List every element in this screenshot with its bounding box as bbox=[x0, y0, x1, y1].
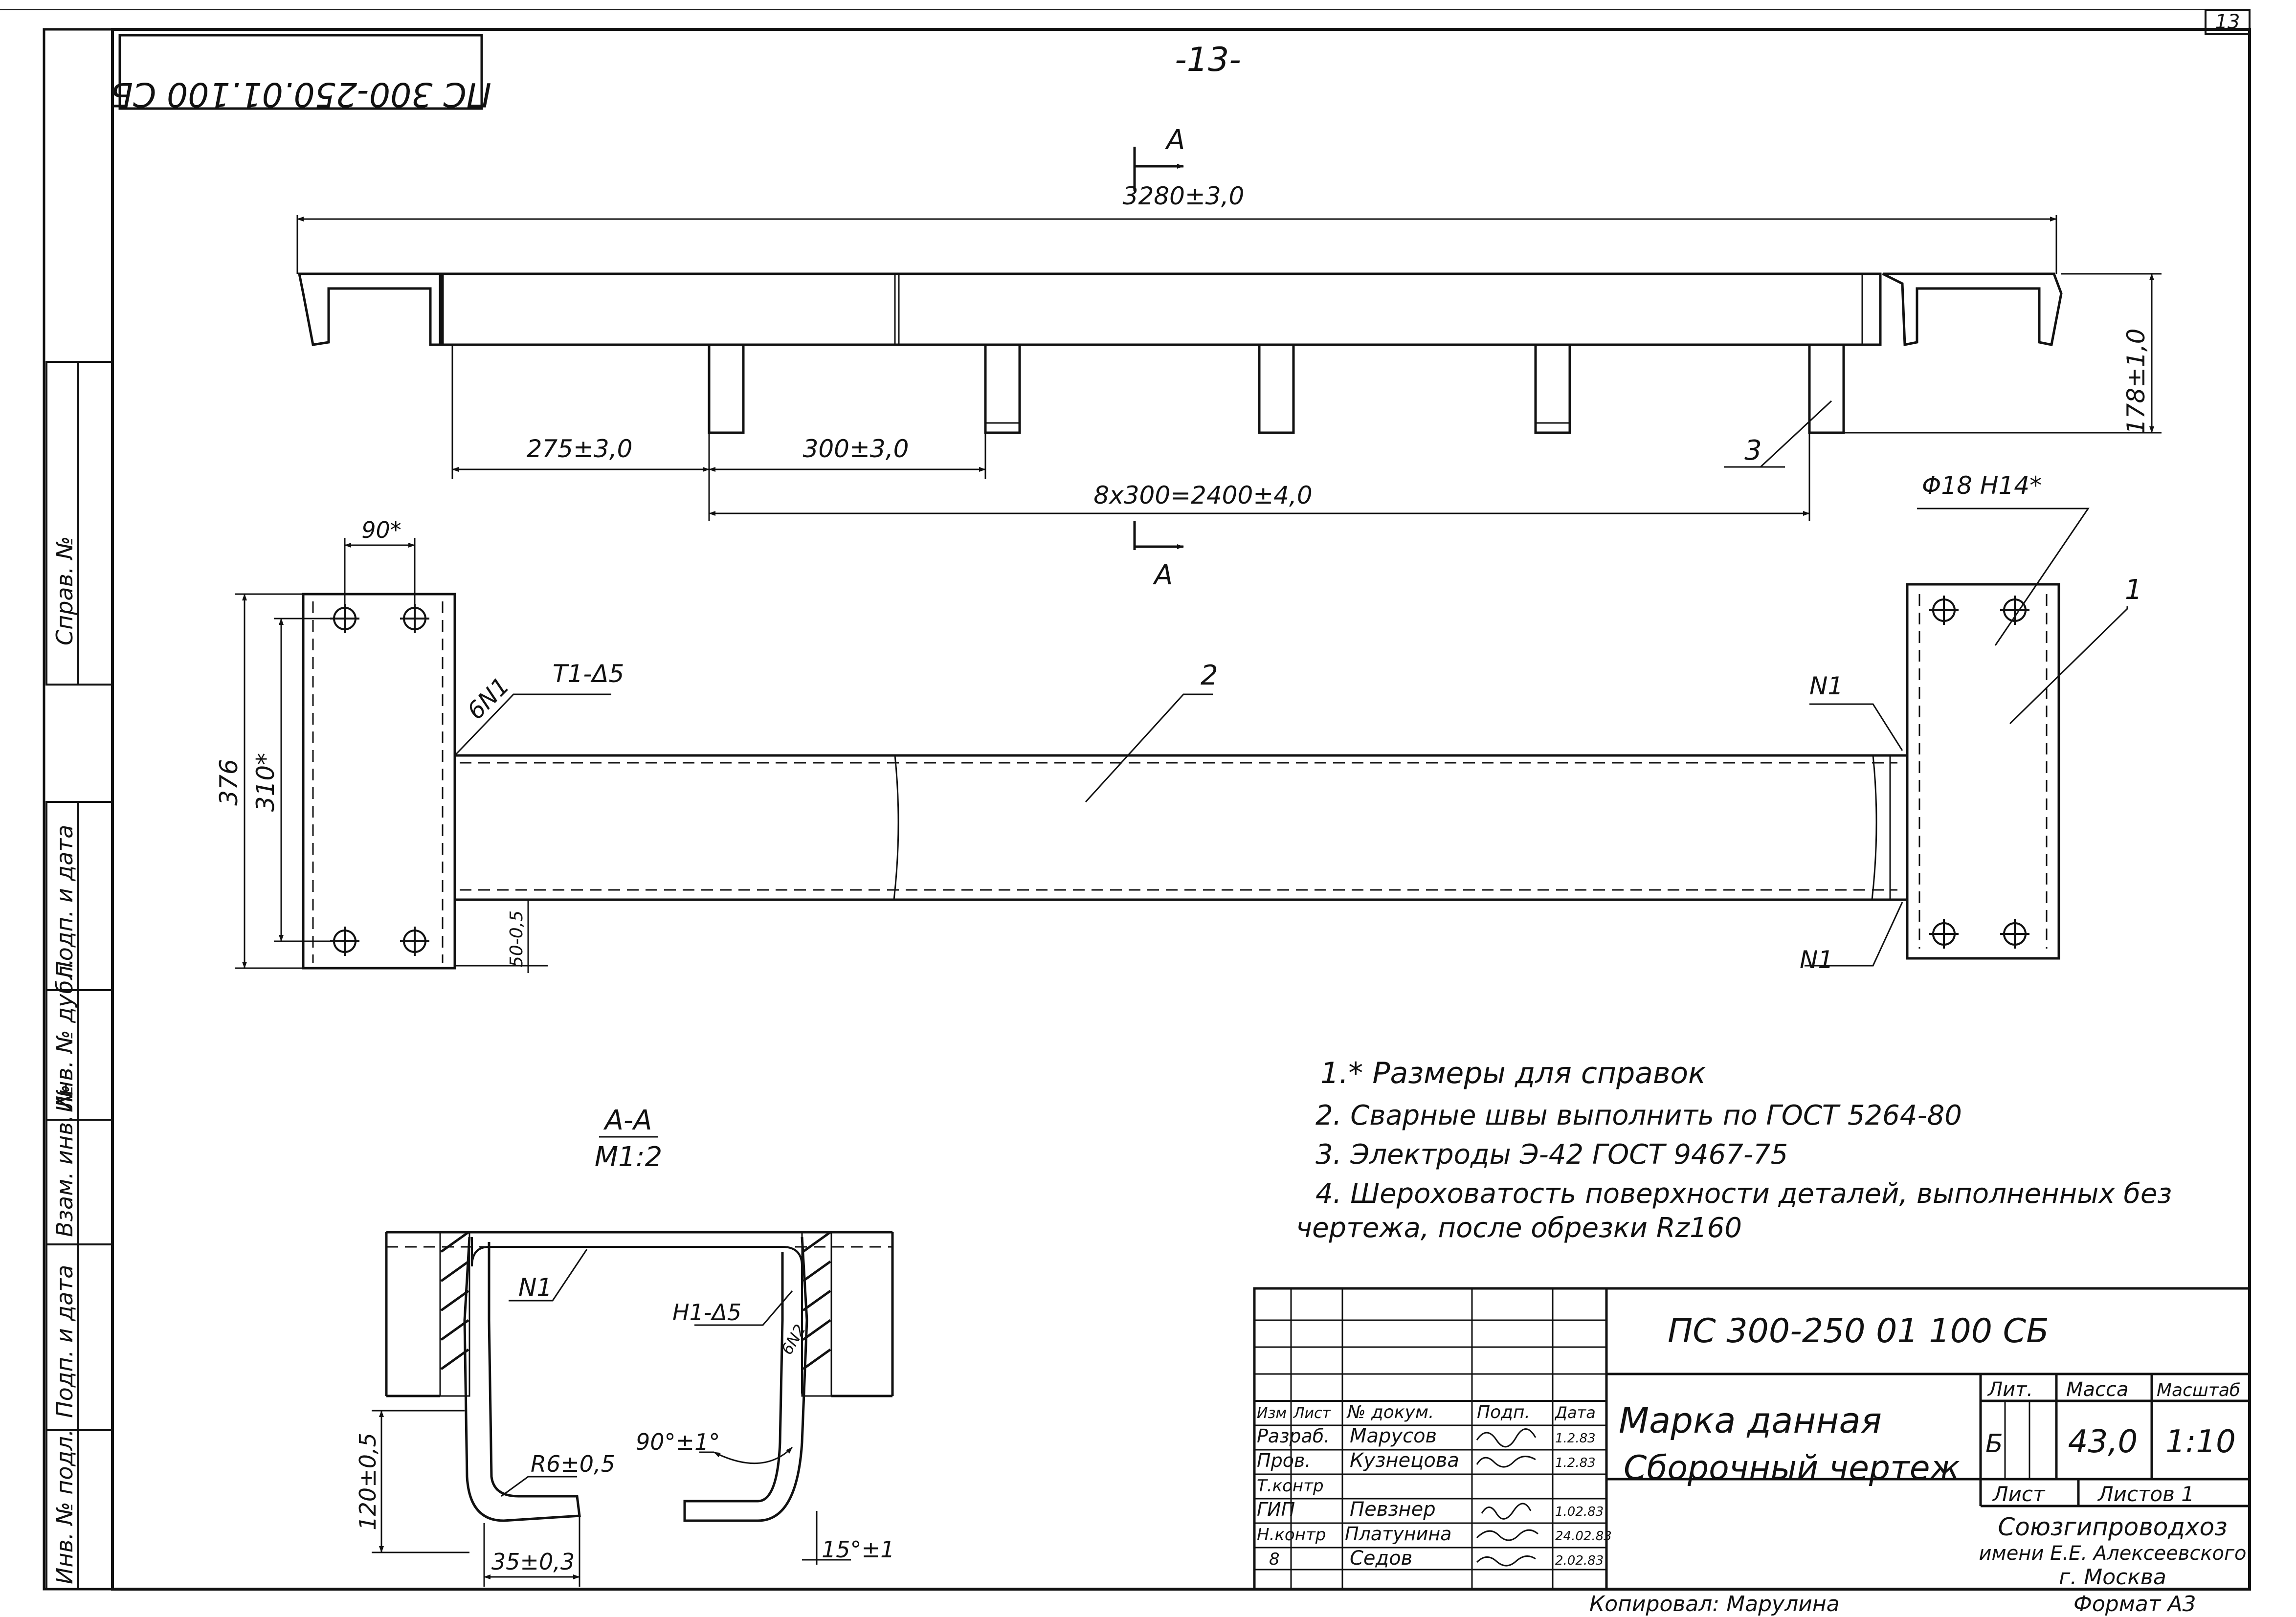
tb-lit-label: Лит. bbox=[1987, 1378, 2033, 1401]
section-angle: 90°±1° bbox=[636, 1429, 720, 1455]
plan-view bbox=[302, 583, 2060, 970]
tb-scale-label: Масштаб bbox=[2157, 1380, 2240, 1400]
tb-role-last: 8 bbox=[1269, 1550, 1280, 1569]
dim-hole-spacing-h: 90* bbox=[361, 517, 401, 543]
tb-org-line3: г. Москва bbox=[2059, 1565, 2166, 1590]
title-block-grid bbox=[1253, 1287, 2251, 1591]
dim-pitch: 300±3,0 bbox=[803, 435, 909, 463]
section-weld-n1: N1 bbox=[518, 1273, 552, 1302]
callout-item-3: 3 bbox=[1744, 435, 1762, 466]
tb-h-podp: Подп. bbox=[1477, 1402, 1530, 1422]
callout-item-2: 2 bbox=[1201, 660, 1218, 691]
section-view bbox=[385, 1231, 894, 1522]
mirrored-code-stamp: ПС 300-250.01.100 СБ bbox=[110, 34, 491, 113]
note-1: 1.* Размеры для справок bbox=[1320, 1056, 1706, 1090]
tb-lit-value: Б bbox=[1985, 1429, 2003, 1459]
section-bevel: 15°±1 bbox=[822, 1536, 894, 1563]
tb-name-prov: Кузнецова bbox=[1350, 1449, 1459, 1472]
section-marker-bottom bbox=[1133, 521, 1184, 550]
tb-h-dokum: № докум. bbox=[1346, 1402, 1434, 1422]
section-title: А-А bbox=[603, 1105, 652, 1136]
tb-date-last: 2.02.83 bbox=[1555, 1553, 1604, 1568]
tb-date-gip: 1.02.83 bbox=[1555, 1505, 1604, 1519]
tb-role-prov: Пров. bbox=[1257, 1450, 1311, 1471]
strip-inv-dubl: Инв. № дубл. bbox=[51, 958, 78, 1112]
plan-dimension-lines bbox=[235, 508, 2128, 973]
strip-sprav: Справ. № bbox=[51, 536, 78, 645]
tb-name-gip: Певзнер bbox=[1350, 1498, 1436, 1521]
tb-doc-code: ПС 300-250 01 100 СБ bbox=[1668, 1312, 2049, 1351]
tb-name-line1: Марка данная bbox=[1619, 1400, 1882, 1441]
callout-weld-left: 6N1 bbox=[462, 672, 515, 725]
left-stamp-strip bbox=[45, 361, 113, 1590]
section-letter-bottom: A bbox=[1153, 559, 1173, 591]
strip-vzam-inv: Взам. инв. № bbox=[51, 1085, 78, 1237]
tb-h-data: Дата bbox=[1554, 1403, 1596, 1422]
tb-role-razrab: Разраб. bbox=[1257, 1425, 1330, 1447]
callout-weld-symbol: T1-Δ5 bbox=[553, 660, 624, 688]
notes-block: 1.* Размеры для справок 2. Сварные швы в… bbox=[1296, 1056, 2172, 1244]
strip-podp-data-1: Подп. и дата bbox=[51, 825, 78, 978]
elevation-view bbox=[296, 215, 2162, 521]
dim-height: 178±1,0 bbox=[2122, 329, 2150, 435]
footer-format: Формат А3 bbox=[2073, 1592, 2196, 1617]
dim-hole-diameter: Φ18 H14* bbox=[1922, 471, 2042, 500]
tb-role-tkontr: Т.контр bbox=[1257, 1476, 1324, 1496]
tb-role-nkontr: Н.контр bbox=[1257, 1525, 1326, 1545]
plate-holes bbox=[330, 596, 2029, 956]
section-letter-top: A bbox=[1165, 124, 1185, 156]
callout-item-1: 1 bbox=[2125, 574, 2142, 606]
tb-name-razrab: Марусов bbox=[1350, 1425, 1437, 1447]
section-weld-h1: H1-Δ5 bbox=[672, 1299, 741, 1326]
sheet-frame bbox=[0, 9, 2251, 1591]
tb-mass-label: Масса bbox=[2066, 1378, 2129, 1401]
dim-first-offset: 275±3,0 bbox=[527, 435, 633, 463]
tb-sheets-label: Листов 1 bbox=[2097, 1482, 2194, 1506]
tb-name-nkontr: Платунина bbox=[1345, 1523, 1451, 1545]
callout-weld-n1-bottom: N1 bbox=[1800, 946, 1833, 974]
tb-org-line2: имени Е.Е. Алексеевского bbox=[1979, 1542, 2247, 1565]
note-4: 4. Шероховатость поверхности деталей, вы… bbox=[1315, 1178, 2172, 1210]
mirrored-code: ПС 300-250.01.100 СБ bbox=[110, 75, 491, 113]
section-dimension-lines bbox=[372, 1249, 851, 1587]
tb-roles: Разраб. Марусов 1.2.83 Пров. Кузнецова 1… bbox=[1257, 1425, 1612, 1570]
tb-name-last: Седов bbox=[1350, 1547, 1412, 1570]
tb-date-prov: 1.2.83 bbox=[1555, 1456, 1596, 1470]
strip-inv-podl: Инв. № подл. bbox=[51, 1429, 78, 1584]
section-marker-top bbox=[1133, 147, 1184, 191]
callout-weld-n1-top: N1 bbox=[1809, 672, 1843, 700]
section-width: 35±0,3 bbox=[491, 1549, 575, 1575]
dim-edge-offset: 50-0,5 bbox=[507, 910, 527, 967]
tb-role-gip: ГИП bbox=[1257, 1499, 1295, 1520]
tb-date-razrab: 1.2.83 bbox=[1555, 1431, 1596, 1446]
strip-podp-data-2: Подп. и дата bbox=[51, 1265, 78, 1418]
tb-mass-value: 43,0 bbox=[2068, 1424, 2138, 1460]
dim-overall-length: 3280±3,0 bbox=[1123, 182, 1245, 210]
dim-plate-height: 376 bbox=[215, 759, 243, 805]
elevation-dimension-lines bbox=[297, 217, 2154, 516]
tb-name-line2: Сборочный чертеж bbox=[1624, 1449, 1960, 1487]
footer-copied-by: Копировал: Марулина bbox=[1589, 1592, 1840, 1617]
note-4-cont: чертежа, после обрезки Rz160 bbox=[1296, 1212, 1742, 1244]
section-scale: М1:2 bbox=[595, 1141, 662, 1173]
tb-scale-value: 1:10 bbox=[2165, 1424, 2236, 1460]
tb-sheet-label: Лист bbox=[1992, 1482, 2046, 1506]
sheet-page-number: 13 bbox=[2215, 11, 2240, 33]
section-radius: R6±0,5 bbox=[531, 1451, 615, 1477]
tb-org-line1: Союзгипроводхоз bbox=[1998, 1513, 2227, 1541]
dim-hole-spacing-v: 310* bbox=[251, 753, 280, 812]
note-2: 2. Сварные швы выполнить по ГОСТ 5264-80 bbox=[1315, 1100, 1962, 1131]
tb-h-izm: Изм bbox=[1257, 1405, 1287, 1422]
page-marker: -13- bbox=[1175, 41, 1241, 79]
dim-total-pitch: 8x300=2400±4,0 bbox=[1093, 481, 1312, 509]
note-3: 3. Электроды Э-42 ГОСТ 9467-75 bbox=[1315, 1139, 1788, 1171]
tb-h-list: Лист bbox=[1293, 1405, 1332, 1422]
tb-signatures bbox=[1476, 1428, 1538, 1567]
section-height: 120±0,5 bbox=[355, 1433, 381, 1530]
tb-date-nkontr: 24.02.83 bbox=[1555, 1529, 1612, 1544]
